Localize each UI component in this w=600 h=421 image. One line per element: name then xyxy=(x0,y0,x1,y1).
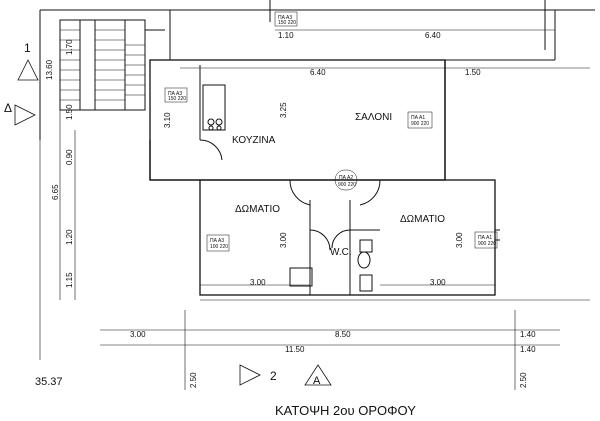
section-mark-letter: A xyxy=(313,375,321,387)
dimension-label: 6.40 xyxy=(425,31,441,40)
dimension-label: 3.00 xyxy=(455,232,464,248)
dimension-label: 3.10 xyxy=(163,112,172,128)
dimension-label: 1.10 xyxy=(278,31,294,40)
opening-tag-dims: 900 220 xyxy=(478,241,496,247)
dimension-label: 1.50 xyxy=(465,68,481,77)
dimension-label: 3.00 xyxy=(130,330,146,339)
opening-tag-code: ΠΑ A2 xyxy=(339,175,353,181)
section-mark-letter: Δ xyxy=(4,101,12,115)
plan-title: ΚΑΤΟΨΗ 2ου ΟΡΟΦΟΥ xyxy=(275,403,416,418)
opening-tag-code: ΠΑ A3 xyxy=(210,238,224,244)
dimension-label: 3.00 xyxy=(430,278,446,287)
dimension-label: 8.50 xyxy=(335,330,351,339)
room-label-saloni: ΣΑΛΟΝΙ xyxy=(355,112,392,123)
dimension-label: 1.20 xyxy=(65,229,74,245)
opening-tag-code: ΠΑ A1 xyxy=(411,115,425,121)
dimension-label: 1.15 xyxy=(65,272,74,288)
room-label-domatio-right: ΔΩΜΑΤΙΟ xyxy=(400,214,445,225)
dimension-label: 2.50 xyxy=(189,372,198,388)
dimension-label: 0.90 xyxy=(65,149,74,165)
dimension-label: 6.40 xyxy=(310,68,326,77)
dimension-label: 1.50 xyxy=(65,104,74,120)
opening-tag-dims: 100 220 xyxy=(210,244,228,250)
dimension-label: 1.70 xyxy=(65,39,74,55)
opening-tag-dims: 900 220 xyxy=(411,121,429,127)
dimension-label: 3.00 xyxy=(250,278,266,287)
opening-tag-code: ΠΑ A3 xyxy=(278,15,292,21)
opening-tag-dims: 900 220 xyxy=(338,182,356,188)
dimension-label: 3.25 xyxy=(279,102,288,118)
dimension-label: 2.50 xyxy=(519,372,528,388)
opening-tag-dims: 150 220 xyxy=(168,96,186,102)
room-label-kouzina: ΚΟΥΖΙΝΑ xyxy=(232,135,276,146)
room-label-domatio-left: ΔΩΜΑΤΙΟ xyxy=(235,204,280,215)
dimension-label: 6.65 xyxy=(51,184,60,200)
section-mark-number: 1 xyxy=(24,41,31,55)
opening-tag-dims: 150 220 xyxy=(278,20,296,26)
section-mark-number: 2 xyxy=(270,369,277,383)
dimension-label: 11.50 xyxy=(285,345,305,354)
dimension-label: 13.60 xyxy=(45,59,54,80)
dimension-label: 3.00 xyxy=(279,232,288,248)
dimension-label: 1.40 xyxy=(520,330,536,339)
opening-tag-code: ΠΑ A3 xyxy=(168,91,182,97)
room-label-wc: W.C. xyxy=(330,247,352,258)
dimension-label: 1.40 xyxy=(520,345,536,354)
elevation-label: 35.37 xyxy=(35,376,63,388)
opening-tag-code: ΠΑ A1 xyxy=(478,235,492,241)
